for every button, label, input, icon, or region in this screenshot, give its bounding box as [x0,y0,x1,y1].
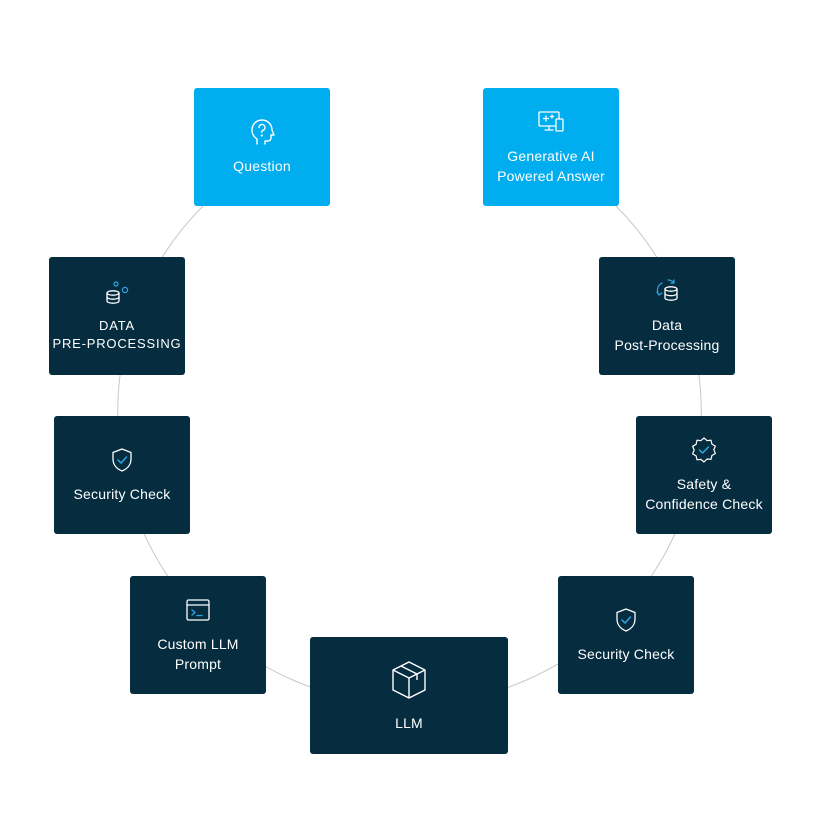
custom-llm-prompt-label: Custom LLM Prompt [157,636,239,672]
question-head-icon [251,119,275,145]
monitor-sparkle-device-icon [538,111,564,132]
database-gears-icon [106,281,129,304]
shield-check-icon [112,448,132,472]
database-sync-icon [656,279,678,301]
llm-label: LLM [395,714,423,731]
shield-check-icon [616,608,636,632]
security-check-left-label: Security Check [73,486,171,502]
security-check-right-node: Security Check [558,576,694,694]
question-node: Question [194,88,330,206]
terminal-window-icon [186,599,210,621]
security-check-left-node: Security Check [54,416,190,534]
llm-node: LLM [310,637,508,754]
data-pre-processing-node: DATA PRE-PROCESSING [49,257,185,375]
safety-confidence-check-node: Safety & Confidence Check [636,416,772,534]
security-check-right-label: Security Check [577,646,675,662]
data-post-processing-node: Data Post-Processing [599,257,735,375]
cube-icon [392,660,426,699]
custom-llm-prompt-node: Custom LLM Prompt [130,576,266,694]
safety-confidence-label: Safety & Confidence Check [645,476,763,512]
generative-ai-answer-node: Generative AI Powered Answer [483,88,619,206]
generative-ai-label: Generative AI Powered Answer [497,148,605,184]
question-label: Question [233,158,291,174]
data-post-processing-label: Data Post-Processing [614,317,720,353]
data-pre-processing-label: DATA PRE-PROCESSING [52,318,182,351]
badge-check-icon [692,437,716,463]
